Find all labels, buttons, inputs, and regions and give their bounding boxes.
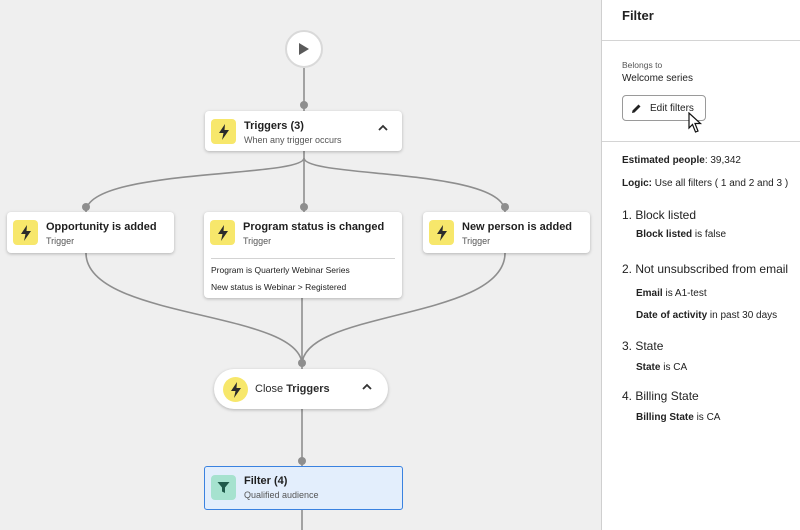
lightning-bolt-icon [223, 377, 248, 402]
rule-heading: 2. Not unsubscribed from email [622, 262, 789, 276]
pencil-icon [632, 104, 641, 113]
trigger-title: New person is added [462, 221, 573, 233]
lightning-bolt-icon [429, 220, 454, 245]
rule-heading: 4. Billing State [622, 389, 699, 403]
rule-heading: 3. State [622, 339, 664, 353]
trigger-subtitle: Trigger [462, 236, 491, 246]
lightning-bolt-icon [13, 220, 38, 245]
play-icon [299, 43, 309, 55]
trigger-node-program-status[interactable]: Program status is changed Trigger Progra… [204, 212, 402, 298]
lightning-bolt-icon [211, 119, 236, 144]
trigger-group-node[interactable]: Triggers (3) When any trigger occurs [205, 111, 402, 151]
edit-filters-label: Edit filters [650, 102, 694, 114]
close-triggers-button[interactable]: Close Triggers [214, 369, 388, 409]
panel-title: Filter [622, 8, 654, 23]
divider [211, 258, 395, 259]
logic-summary: Logic: Use all filters ( 1 and 2 and 3 ) [622, 178, 789, 189]
filter-node-selected[interactable]: Filter (4) Qualified audience [204, 466, 403, 510]
trigger-subtitle: Trigger [46, 236, 75, 246]
trigger-subtitle: Trigger [243, 236, 272, 246]
close-triggers-label: Close Triggers [255, 383, 330, 395]
rule-heading: 1. Block listed [622, 208, 697, 222]
filter-details-panel: Filter Belongs to Welcome series Edit fi… [601, 0, 800, 530]
belongs-to-label: Belongs to [622, 60, 663, 70]
rule-condition: Billing State is CA [636, 412, 721, 423]
trigger-node-opportunity[interactable]: Opportunity is added Trigger [7, 212, 174, 253]
lightning-bolt-icon [210, 220, 235, 245]
journey-canvas: Triggers (3) When any trigger occurs Opp… [7, 30, 590, 530]
chevron-up-icon[interactable] [362, 383, 372, 390]
filter-node-subtitle: Qualified audience [244, 490, 319, 500]
estimated-people: Estimated people: 39,342 [622, 155, 741, 166]
trigger-group-subtitle: When any trigger occurs [244, 135, 342, 145]
trigger-group-title: Triggers (3) [244, 120, 304, 132]
divider [602, 141, 800, 142]
belongs-to-value: Welcome series [622, 73, 693, 84]
trigger-condition: New status is Webinar > Registered [211, 282, 347, 292]
rule-condition: Date of activity in past 30 days [636, 310, 778, 321]
connector-lines [82, 68, 509, 530]
mouse-pointer-icon [688, 112, 703, 133]
rule-condition: Email is A1-test [636, 288, 707, 299]
trigger-condition: Program is Quarterly Webinar Series [211, 265, 350, 275]
panel-header: Filter [602, 0, 800, 41]
filter-node-title: Filter (4) [244, 475, 288, 487]
rule-condition: State is CA [636, 362, 688, 373]
trigger-title: Opportunity is added [46, 221, 157, 233]
funnel-icon [211, 475, 236, 500]
chevron-up-icon[interactable] [378, 124, 388, 131]
trigger-node-new-person[interactable]: New person is added Trigger [423, 212, 590, 253]
start-play-button[interactable] [285, 30, 323, 68]
trigger-title: Program status is changed [243, 221, 385, 233]
rule-condition: Block listed is false [636, 229, 727, 240]
